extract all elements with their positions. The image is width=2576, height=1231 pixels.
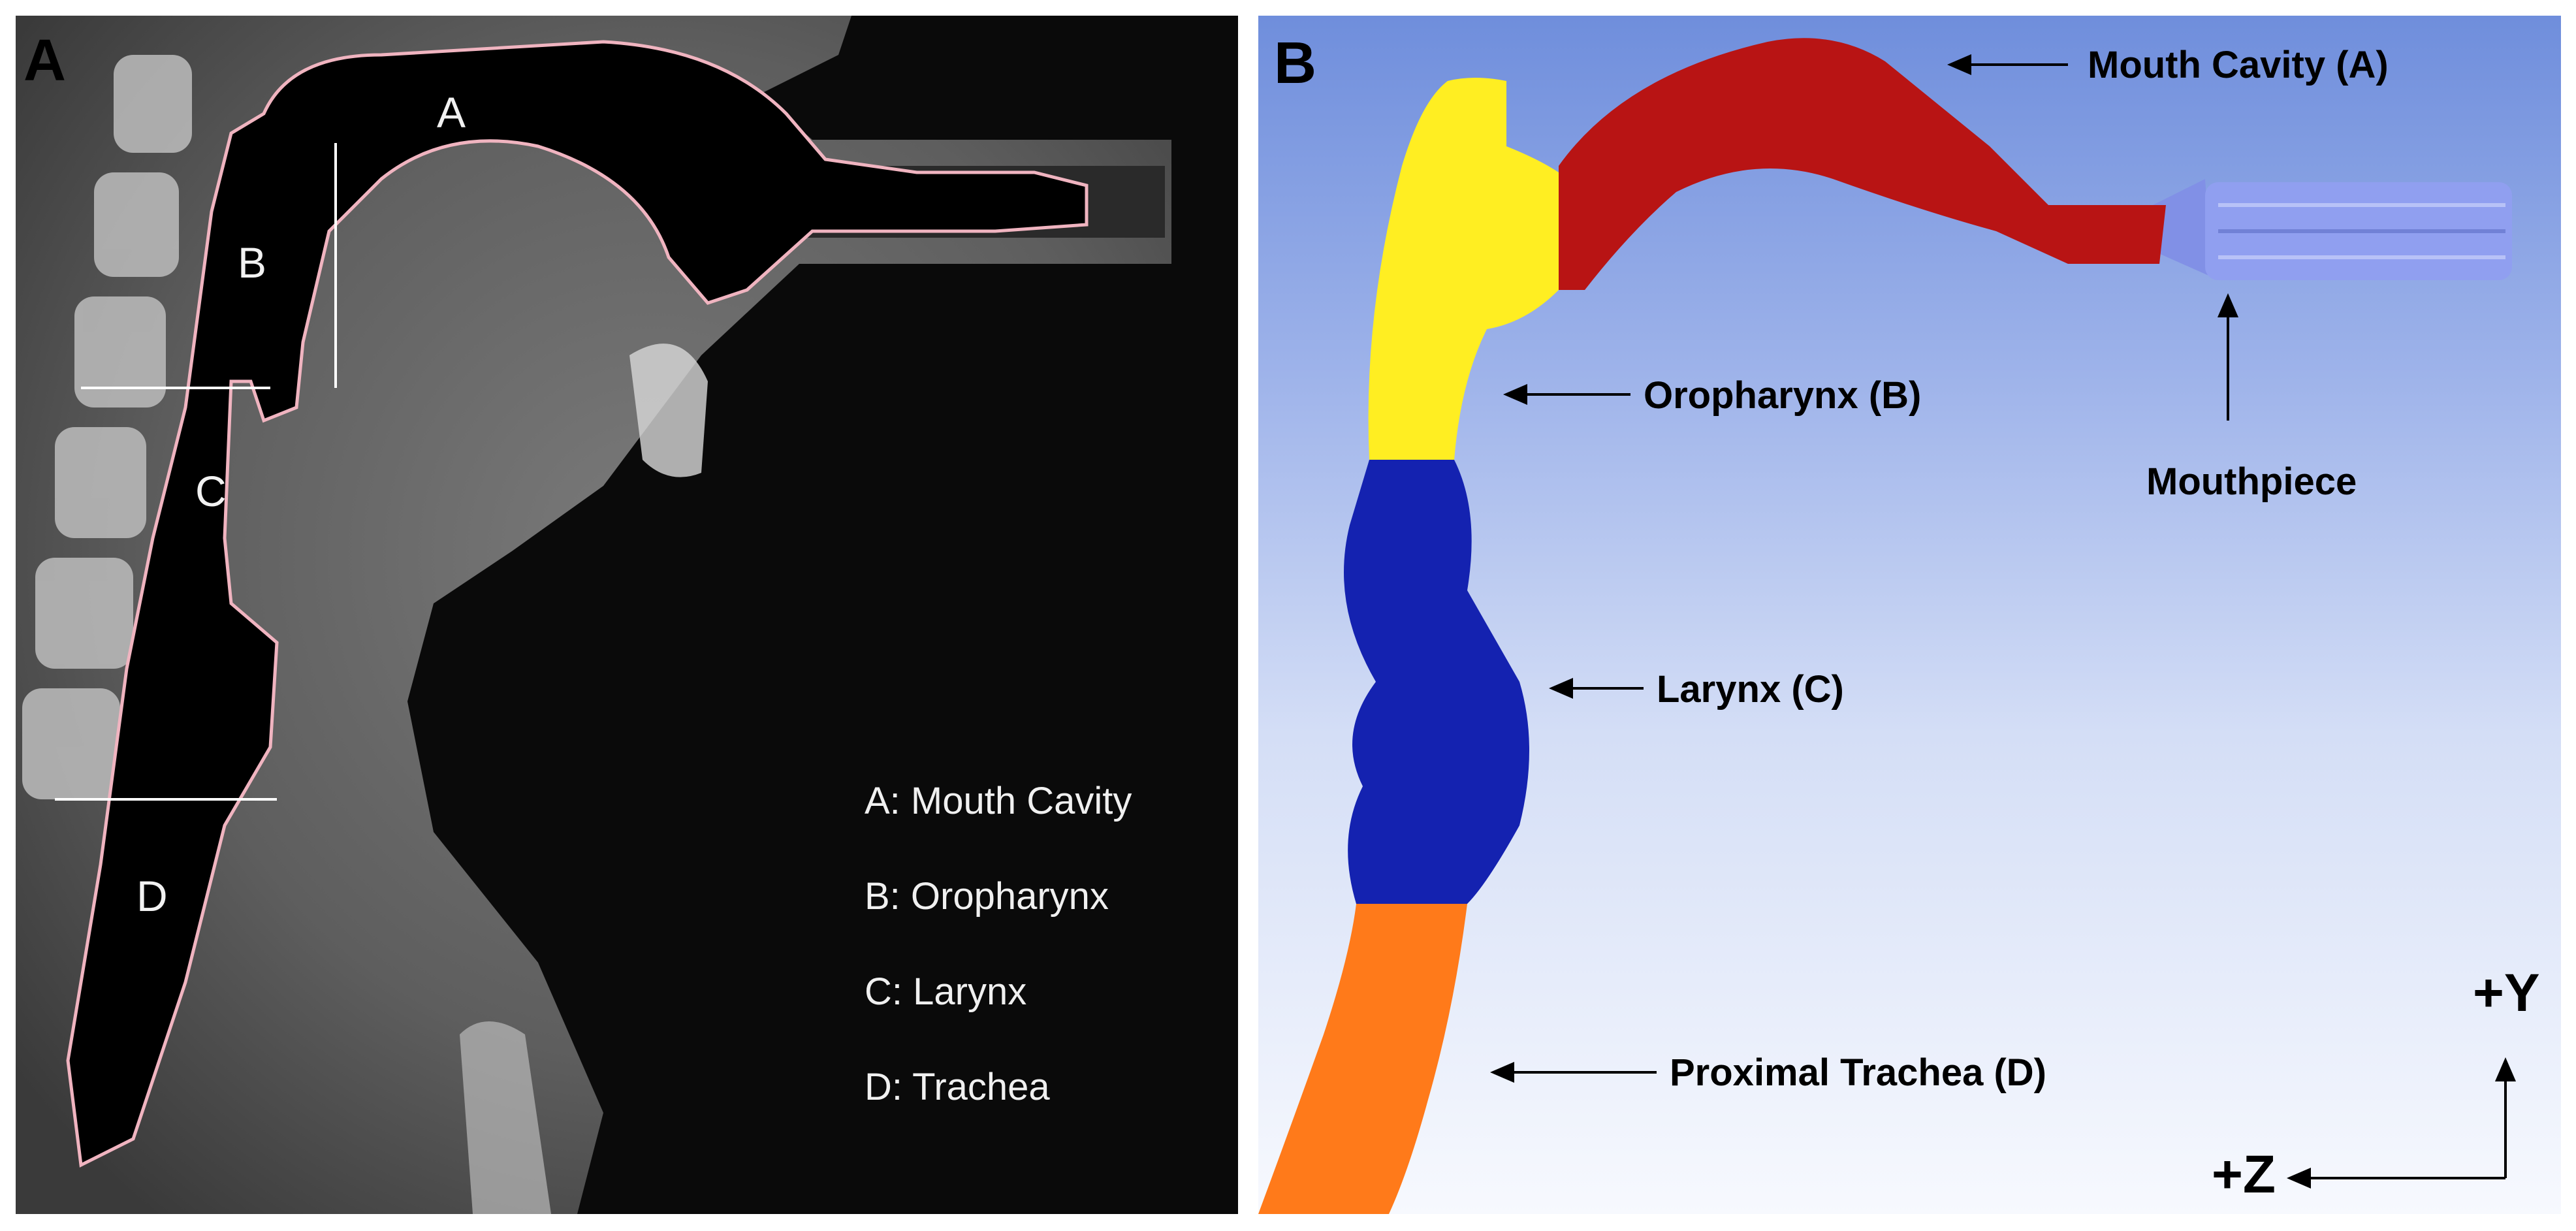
panel-b-letter: B: [1274, 31, 1316, 96]
label-oropharynx: Oropharynx (B): [1644, 374, 1922, 417]
trachea-shape: [1258, 904, 1467, 1214]
label-larynx: Larynx (C): [1657, 668, 1844, 711]
ct-scan-panel: A A B C D A: Mouth Cavity B: Oropharynx …: [16, 16, 1238, 1214]
segment-label-c: C: [195, 467, 227, 515]
segment-label-d: D: [136, 872, 168, 920]
airway-model-image: [1258, 38, 2517, 1214]
label-mouth-cavity: Mouth Cavity (A): [2088, 44, 2389, 86]
label-proximal-trachea: Proximal Trachea (D): [1670, 1051, 2046, 1094]
label-mouthpiece: Mouthpiece: [2146, 460, 2357, 503]
mouthpiece-shape: [2153, 179, 2512, 280]
vertebrae: [22, 55, 192, 799]
segment-legend: A: Mouth Cavity B: Oropharynx C: Larynx …: [865, 754, 1132, 1135]
mouth-cavity-shape: [1559, 38, 2166, 291]
oropharynx-shape: [1368, 78, 1559, 460]
segment-label-a: A: [437, 88, 466, 136]
legend-item-b: B: Oropharynx: [865, 875, 1109, 918]
ct-scan-image: [16, 16, 1171, 1214]
segment-label-b: B: [238, 238, 267, 287]
annotation-arrows: [1489, 54, 2517, 1189]
larynx-shape: [1344, 460, 1529, 904]
legend-item-a: A: Mouth Cavity: [865, 780, 1132, 822]
airway-outline: [66, 40, 1089, 1168]
airway-model-panel: B Mouth Cavity (A) Oropharynx (B) Mouthp…: [1258, 16, 2561, 1214]
axis-label-y: +Y: [2473, 963, 2540, 1023]
legend-item-c: C: Larynx: [865, 970, 1027, 1013]
legend-item-d: D: Trachea: [865, 1066, 1050, 1108]
panel-a-letter: A: [24, 28, 66, 93]
axis-label-z: +Z: [2212, 1145, 2276, 1204]
